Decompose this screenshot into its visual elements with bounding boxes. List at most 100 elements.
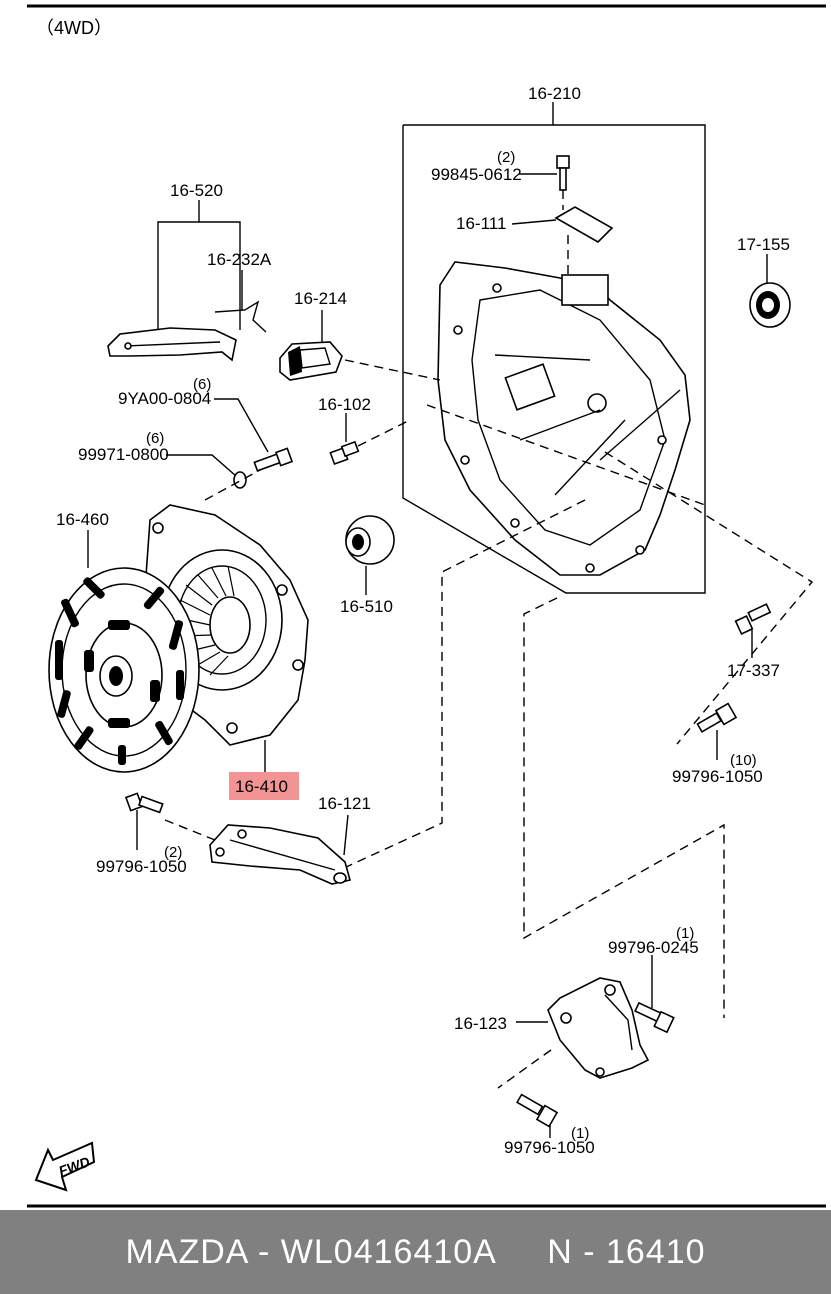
qty-99796-1050-right: (10): [730, 752, 757, 769]
housing-inner-rim: [471, 289, 666, 546]
release-bearing-bore: [352, 534, 364, 550]
bracket-tab: [333, 872, 347, 884]
housing-bolt-hole: [460, 455, 470, 465]
bearing-bore: [762, 298, 774, 312]
cover-bolt-hole: [292, 659, 304, 671]
damper-spring: [150, 680, 160, 702]
qty-99971-0800: (6): [146, 430, 164, 447]
qty-99796-1050-left: (2): [164, 844, 182, 861]
release-fork-group: [107, 200, 267, 362]
bracket-hole: [237, 829, 247, 839]
label-16-460: 16-460: [56, 510, 109, 529]
bracket-16-121: [124, 792, 351, 885]
housing-rib-2: [519, 409, 601, 441]
dust-boot-16-214: [279, 310, 441, 381]
bolt-9YA00-head: [274, 447, 294, 467]
housing-rib-4: [599, 389, 681, 461]
boot-opening: [299, 347, 331, 369]
damper-spring: [84, 650, 94, 672]
fork-bracket: [157, 221, 241, 330]
bracket-ridge: [229, 839, 336, 871]
fork-hole: [124, 342, 132, 350]
bolt-9YA00-0804: [253, 447, 294, 472]
pilot-bearing-17-155: [749, 254, 791, 328]
bolt-bottom-head: [535, 1104, 559, 1128]
housing-left-dash: [343, 499, 586, 869]
cover-bolt-hole: [226, 722, 238, 734]
cover-plate: [547, 977, 650, 1079]
housing-bolt-hole: [635, 545, 645, 555]
leader-99971-0800: [166, 454, 237, 477]
housing-bolt-hole: [453, 325, 463, 335]
label-16-410[interactable]: 16-410: [235, 777, 288, 796]
boot-shade: [288, 346, 302, 376]
pivot-to-housing-dash: [357, 419, 411, 447]
label-16-102: 16-102: [318, 395, 371, 414]
housing-bolt-hole: [657, 435, 667, 445]
label-9YA00-0804: 9YA00-0804: [118, 389, 211, 408]
clutch-disc-16-460: [48, 530, 200, 773]
label-99971-0800: 99971-0800: [78, 445, 169, 464]
disc-spline: [109, 666, 123, 686]
bolt-99845-head: [556, 155, 570, 169]
bolt-right-shank: [696, 711, 723, 733]
label-16-510: 16-510: [340, 597, 393, 616]
footer-bar: MAZDA - WL0416410A N - 16410: [0, 1210, 831, 1294]
housing-bolt-hole: [492, 283, 502, 293]
parts-diagram: （4WD） 16-210 (2) 99845-0612 16-111: [27, 4, 826, 1208]
bolt-left-shank: [137, 795, 164, 814]
bolt-0245-head: [653, 1010, 675, 1034]
cover-plate-16-111: [554, 206, 614, 243]
label-16-123: 16-123: [454, 1014, 507, 1033]
qty-99796-0245: (1): [676, 925, 694, 942]
bolt-to-bracket-dash: [164, 819, 216, 841]
housing-rib-3: [554, 419, 626, 496]
highlight-16-410: [229, 772, 299, 800]
leader-9YA00-0804: [214, 398, 269, 453]
cover-bolt-hole: [276, 584, 288, 596]
label-99796-1050-right: 99796-1050: [672, 767, 763, 786]
housing-boss: [587, 393, 607, 413]
label-16-214: 16-214: [294, 289, 347, 308]
bolt-left-head: [124, 792, 144, 812]
label-17-155: 17-155: [737, 235, 790, 254]
housing-cross-dash: [426, 404, 706, 506]
housing-rib-1: [494, 354, 591, 361]
label-99796-1050-left: 99796-1050: [96, 857, 187, 876]
diaphragm-center: [209, 596, 251, 654]
clutch-housing: [437, 261, 691, 576]
cover-hole: [604, 984, 616, 996]
label-99796-1050-bottom: 99796-1050: [504, 1138, 595, 1157]
bolt-17-337-head: [734, 615, 754, 635]
housing-top-flange: [561, 274, 609, 306]
leader-16-111: [511, 219, 557, 225]
pivot-pin-16-102: [329, 413, 411, 466]
pivot-body: [340, 440, 360, 458]
footer-caption: MAZDA - WL0416410A N - 16410: [125, 1232, 706, 1271]
label-16-111: 16-111: [456, 214, 506, 233]
fork-ridge: [124, 341, 221, 347]
boot-to-housing-dash: [344, 359, 441, 381]
cover-16-123: [516, 955, 675, 1138]
washer-99971-0800: [233, 471, 247, 489]
damper-spring: [108, 620, 130, 630]
release-bearing-16-510: [345, 515, 395, 595]
label-99796-0245: 99796-0245: [608, 938, 699, 957]
cover-bolt-hole: [152, 522, 164, 534]
housing-window: [504, 363, 556, 411]
label-16-210: 16-210: [528, 84, 581, 103]
retaining-spring-16-232A: [214, 300, 267, 333]
cover-hole: [560, 1012, 572, 1024]
housing-right-dash: [604, 451, 814, 745]
lower-loop-dash: [523, 597, 725, 1018]
disc-friction-segments: [55, 577, 184, 765]
label-16-232A: 16-232A: [207, 250, 272, 269]
bolt-17-337-shank: [747, 603, 772, 622]
label-16-121: 16-121: [318, 794, 371, 813]
housing-bolt-hole: [585, 563, 595, 573]
qty-9YA00-0804: (6): [193, 376, 211, 393]
cover-rib: [604, 994, 633, 1051]
bolt-right-head: [714, 702, 738, 726]
bolt-17-337: [734, 603, 772, 658]
cover-hole: [595, 1067, 605, 1077]
